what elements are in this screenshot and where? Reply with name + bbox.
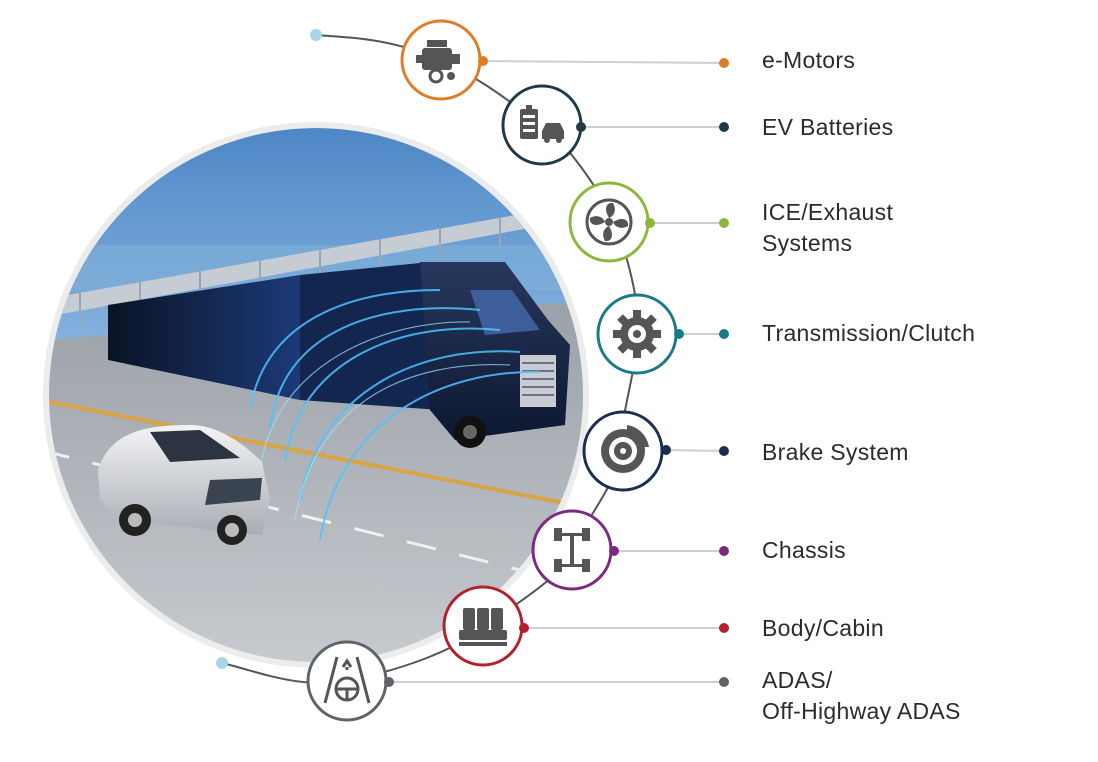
node-adas <box>306 640 394 722</box>
label-bullet-dot <box>719 623 729 633</box>
spine-end-dot <box>216 657 228 669</box>
label-body-cabin: Body/Cabin <box>762 615 884 641</box>
label-chassis: Chassis <box>762 537 846 563</box>
label-bullet-dot <box>719 122 729 132</box>
spine-path <box>221 34 640 684</box>
label-bullet-dot <box>719 446 729 456</box>
adas-steering-icon <box>323 656 371 704</box>
label-bullet-dot <box>719 329 729 339</box>
fan-icon <box>585 198 633 246</box>
brake-disc-icon <box>601 425 649 473</box>
label-brake-system: Brake System <box>762 439 909 465</box>
node-body-cabin <box>442 585 529 667</box>
chassis-icon <box>554 528 590 572</box>
node-brake-system <box>582 410 671 492</box>
label-e-motors: e-Motors <box>762 47 856 73</box>
seats-icon <box>459 608 507 646</box>
label-bullet-dot <box>719 677 729 687</box>
label-ice-exhaust-systems: ICE/Exhaust Systems <box>762 199 894 256</box>
node-e-motors <box>400 19 488 101</box>
gear-icon <box>613 310 661 358</box>
connector-line <box>482 60 725 64</box>
node-ev-batteries <box>501 84 586 166</box>
label-bullet-dot <box>719 546 729 556</box>
connector-line <box>665 449 725 452</box>
node-transmission-clutch <box>596 293 684 375</box>
node-ice-exhaust <box>568 181 655 263</box>
spine-start-dot <box>310 29 322 41</box>
label-bullet-dot <box>719 218 729 228</box>
ev-battery-icon <box>520 105 564 143</box>
engine-icon <box>416 40 460 84</box>
label-transmission-clutch: Transmission/Clutch <box>762 320 976 346</box>
connector-lines <box>389 58 729 687</box>
hero-image <box>43 122 589 668</box>
label-adas: ADAS/ Off-Highway ADAS <box>762 667 961 724</box>
node-chassis <box>531 509 619 591</box>
label-bullet-dot <box>719 58 729 68</box>
label-ev-batteries: EV Batteries <box>762 114 894 140</box>
